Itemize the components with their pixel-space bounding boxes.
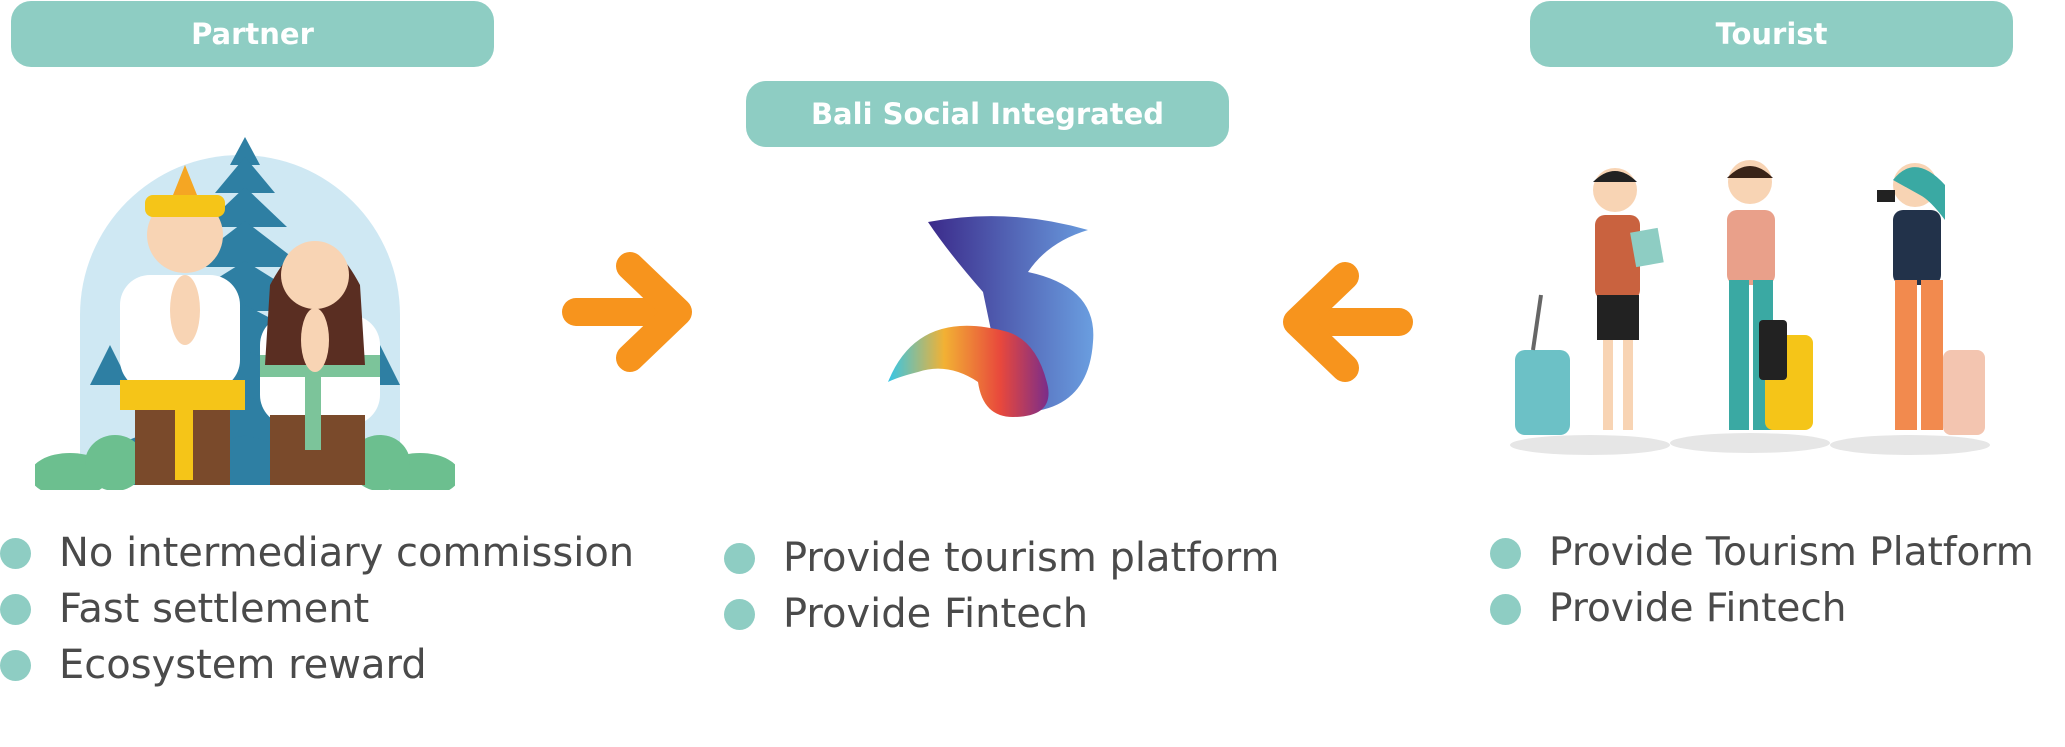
partner-header: Partner <box>11 1 494 67</box>
tourist-benefits-list: Provide Tourism Platform Provide Fintech <box>1490 525 2034 637</box>
list-item: Provide Fintech <box>1490 581 2034 637</box>
list-item: Fast settlement <box>0 581 634 637</box>
platform-header: Bali Social Integrated <box>746 81 1229 147</box>
list-item: Provide Tourism Platform <box>1490 525 2034 581</box>
tourist-illustration <box>1505 160 1995 460</box>
tourist-header: Tourist <box>1530 1 2013 67</box>
list-item: Provide Fintech <box>724 586 1280 642</box>
partner-illustration <box>30 135 460 497</box>
list-item: Ecosystem reward <box>0 637 634 693</box>
b-logo <box>888 212 1108 422</box>
arrow-left-icon <box>1280 260 1415 385</box>
partner-benefits-list: No intermediary commission Fast settleme… <box>0 525 634 693</box>
partner-title: Partner <box>191 17 314 51</box>
tourist-title: Tourist <box>1715 17 1828 51</box>
list-item: No intermediary commission <box>0 525 634 581</box>
platform-title: Bali Social Integrated <box>810 97 1165 131</box>
platform-benefits-list: Provide tourism platform Provide Fintech <box>724 530 1280 642</box>
arrow-right-icon <box>560 250 695 375</box>
list-item: Provide tourism platform <box>724 530 1280 586</box>
